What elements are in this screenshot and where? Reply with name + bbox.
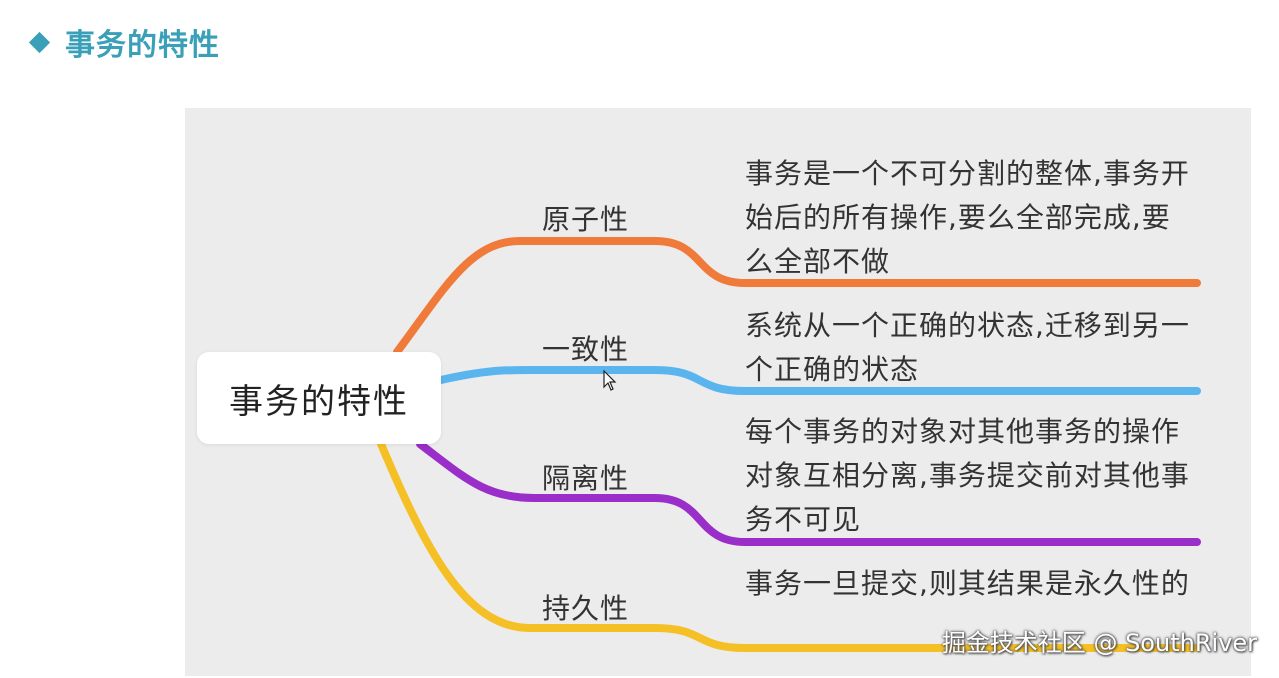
mindmap-connectors: [377, 237, 1201, 652]
connector-durability: [377, 440, 1201, 652]
branch-label-atomicity: 原子性: [542, 203, 630, 236]
branch-desc-consistency: 系统从一个正确的状态,迁移到另一个正确的状态: [745, 309, 1190, 386]
diamond-bullet-icon: [28, 31, 51, 53]
mindmap-panel: 事务的特性 原子性 一致性 隔离性 持久性 事务是一个不可分割的整体,事务开始后…: [185, 108, 1251, 676]
page-title: 事务的特性: [65, 28, 220, 63]
connector-atomicity: [393, 237, 1201, 356]
branch-desc-atomicity: 事务是一个不可分割的整体,事务开始后的所有操作,要么全部完成,要么全部不做: [745, 157, 1190, 278]
connector-isolation: [416, 440, 1201, 546]
root-node: 事务的特性: [197, 352, 441, 444]
mouse-cursor-icon: [603, 370, 617, 391]
slide-title: 事务的特性: [28, 22, 220, 63]
watermark: 掘金技术社区 @ SouthRiver: [941, 629, 1257, 657]
branch-label-durability: 持久性: [542, 592, 630, 625]
branch-desc-durability: 事务一旦提交,则其结果是永久性的: [745, 567, 1190, 600]
branch-desc-isolation: 每个事务的对象对其他事务的操作对象互相分离,事务提交前对其他事务不可见: [745, 415, 1190, 536]
branch-label-consistency: 一致性: [542, 333, 630, 366]
connector-consistency: [437, 366, 1201, 395]
branch-label-isolation: 隔离性: [542, 462, 630, 495]
